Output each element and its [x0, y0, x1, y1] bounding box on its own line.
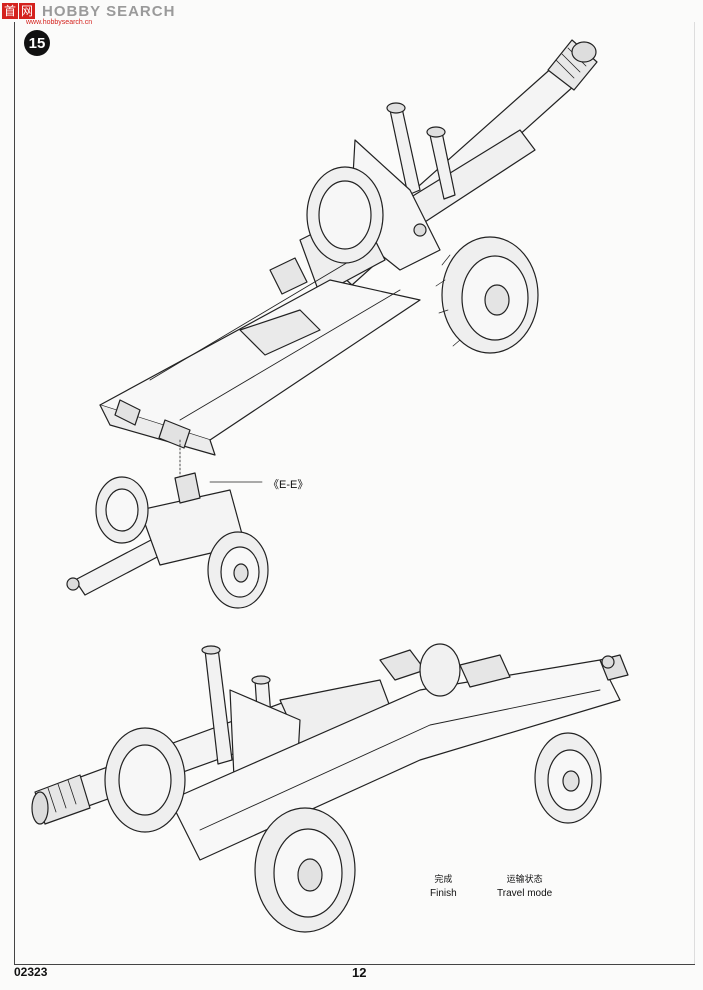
product-code: 02323 — [14, 965, 48, 979]
page-number: 12 — [352, 965, 367, 980]
watermark-logo-char: 首 — [2, 3, 18, 19]
watermark-logo-char: 网 — [19, 3, 35, 19]
finish-label-cn: 完成 — [434, 875, 453, 885]
travel-mode-label-en: Travel mode — [497, 888, 553, 899]
watermark-logo: 首 网 — [2, 3, 36, 19]
top-howitzer-drawing — [99, 39, 598, 456]
watermark-text: HOBBY SEARCH — [42, 2, 176, 20]
callout-label-e-e: 《E-E》 — [268, 479, 309, 491]
bottom-howitzer-drawing — [31, 643, 629, 933]
watermark: 首 网 HOBBY SEARCH — [2, 0, 175, 22]
finish-label-en: Finish — [430, 888, 457, 899]
step-number-badge: 15 — [24, 30, 50, 56]
travel-mode-label: 运输状态 Travel mode — [497, 874, 552, 900]
limber-drawing — [66, 472, 269, 609]
finish-label: 完成 Finish — [430, 874, 457, 900]
page-frame — [14, 22, 695, 965]
watermark-subtext: www.hobbysearch.cn — [26, 19, 93, 26]
page-frame-right-edge — [694, 22, 695, 964]
travel-mode-label-cn: 运输状态 — [506, 875, 543, 885]
